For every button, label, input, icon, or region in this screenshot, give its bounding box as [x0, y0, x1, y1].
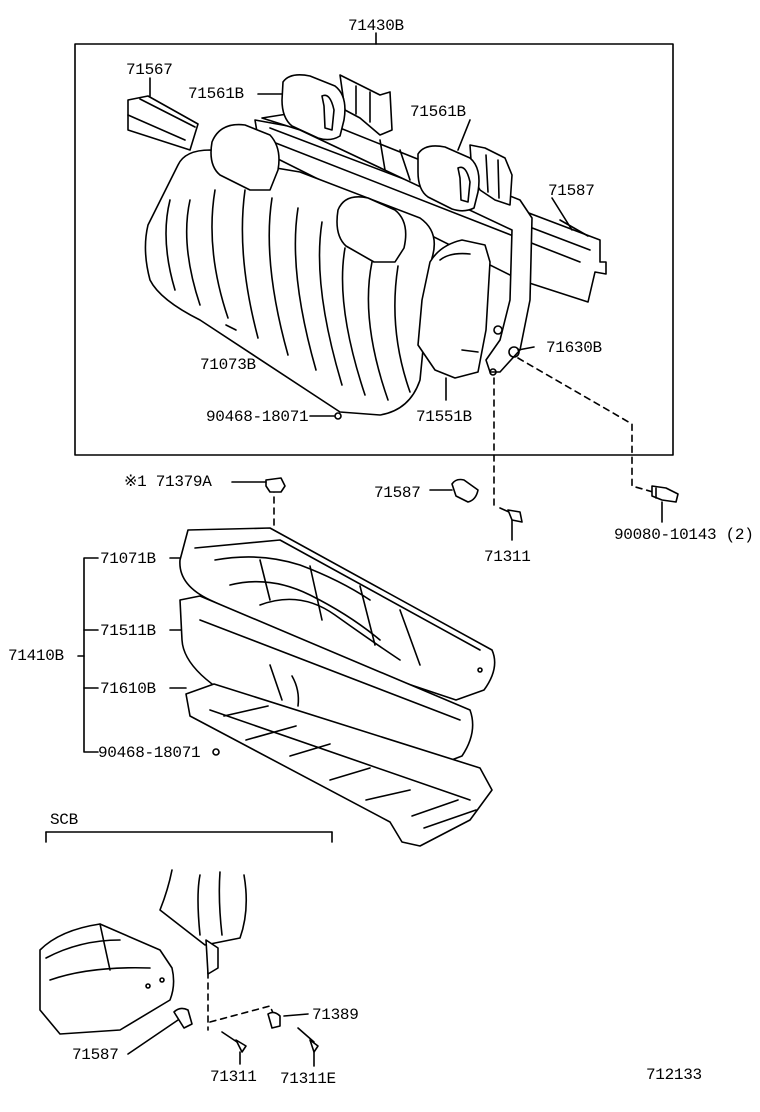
label-71630B: 71630B [546, 339, 602, 357]
label-71311E: 71311E [280, 1070, 336, 1088]
cushion-cover-71071B [179, 527, 496, 701]
label-71561B-left: 71561B [188, 85, 244, 103]
label-71073B: 71073B [200, 356, 256, 374]
seatback-71073B [144, 123, 436, 416]
scb-section [39, 831, 333, 1067]
side-pad-71551B [417, 239, 491, 379]
label-71587-guide: 71587 [374, 484, 421, 502]
label-71561B-right: 71561B [410, 103, 466, 121]
bolt-90080-10143 [651, 485, 679, 523]
top-leader-lines [149, 77, 573, 420]
label-71567: 71567 [126, 61, 173, 79]
label-90468-18071-bottom: 90468-18071 [98, 744, 201, 762]
guide-71587-upper [429, 478, 479, 503]
label-71587-scb: 71587 [72, 1046, 119, 1064]
label-71071B: 71071B [100, 550, 156, 568]
label-71311-upper: 71311 [484, 548, 531, 566]
label-71430B: 71430B [348, 17, 404, 35]
label-71587-board: 71587 [548, 182, 595, 200]
label-90080-10143: 90080-10143 (2) [614, 526, 754, 544]
label-scb: SCB [50, 811, 78, 829]
label-71511B: 71511B [100, 622, 156, 640]
label-71551B: 71551B [416, 408, 472, 426]
label-71410B: 71410B [8, 647, 64, 665]
frame-71630B [261, 74, 533, 376]
nut-71379A [231, 477, 286, 493]
headrest-71561B-right [417, 145, 480, 212]
board-71567 [127, 95, 199, 151]
label-90468-18071-top: 90468-18071 [206, 408, 309, 426]
label-71311-scb: 71311 [210, 1068, 257, 1086]
cushion-frame-71610B [185, 683, 493, 847]
label-71379A: ※1 71379A [124, 473, 212, 491]
label-diagram-number: 712133 [646, 1066, 702, 1084]
screw-71311-upper [499, 507, 523, 541]
label-71610B: 71610B [100, 680, 156, 698]
headrest-71561B-left [281, 74, 346, 141]
label-71389: 71389 [312, 1006, 359, 1024]
seatback-group-frame [74, 32, 674, 456]
